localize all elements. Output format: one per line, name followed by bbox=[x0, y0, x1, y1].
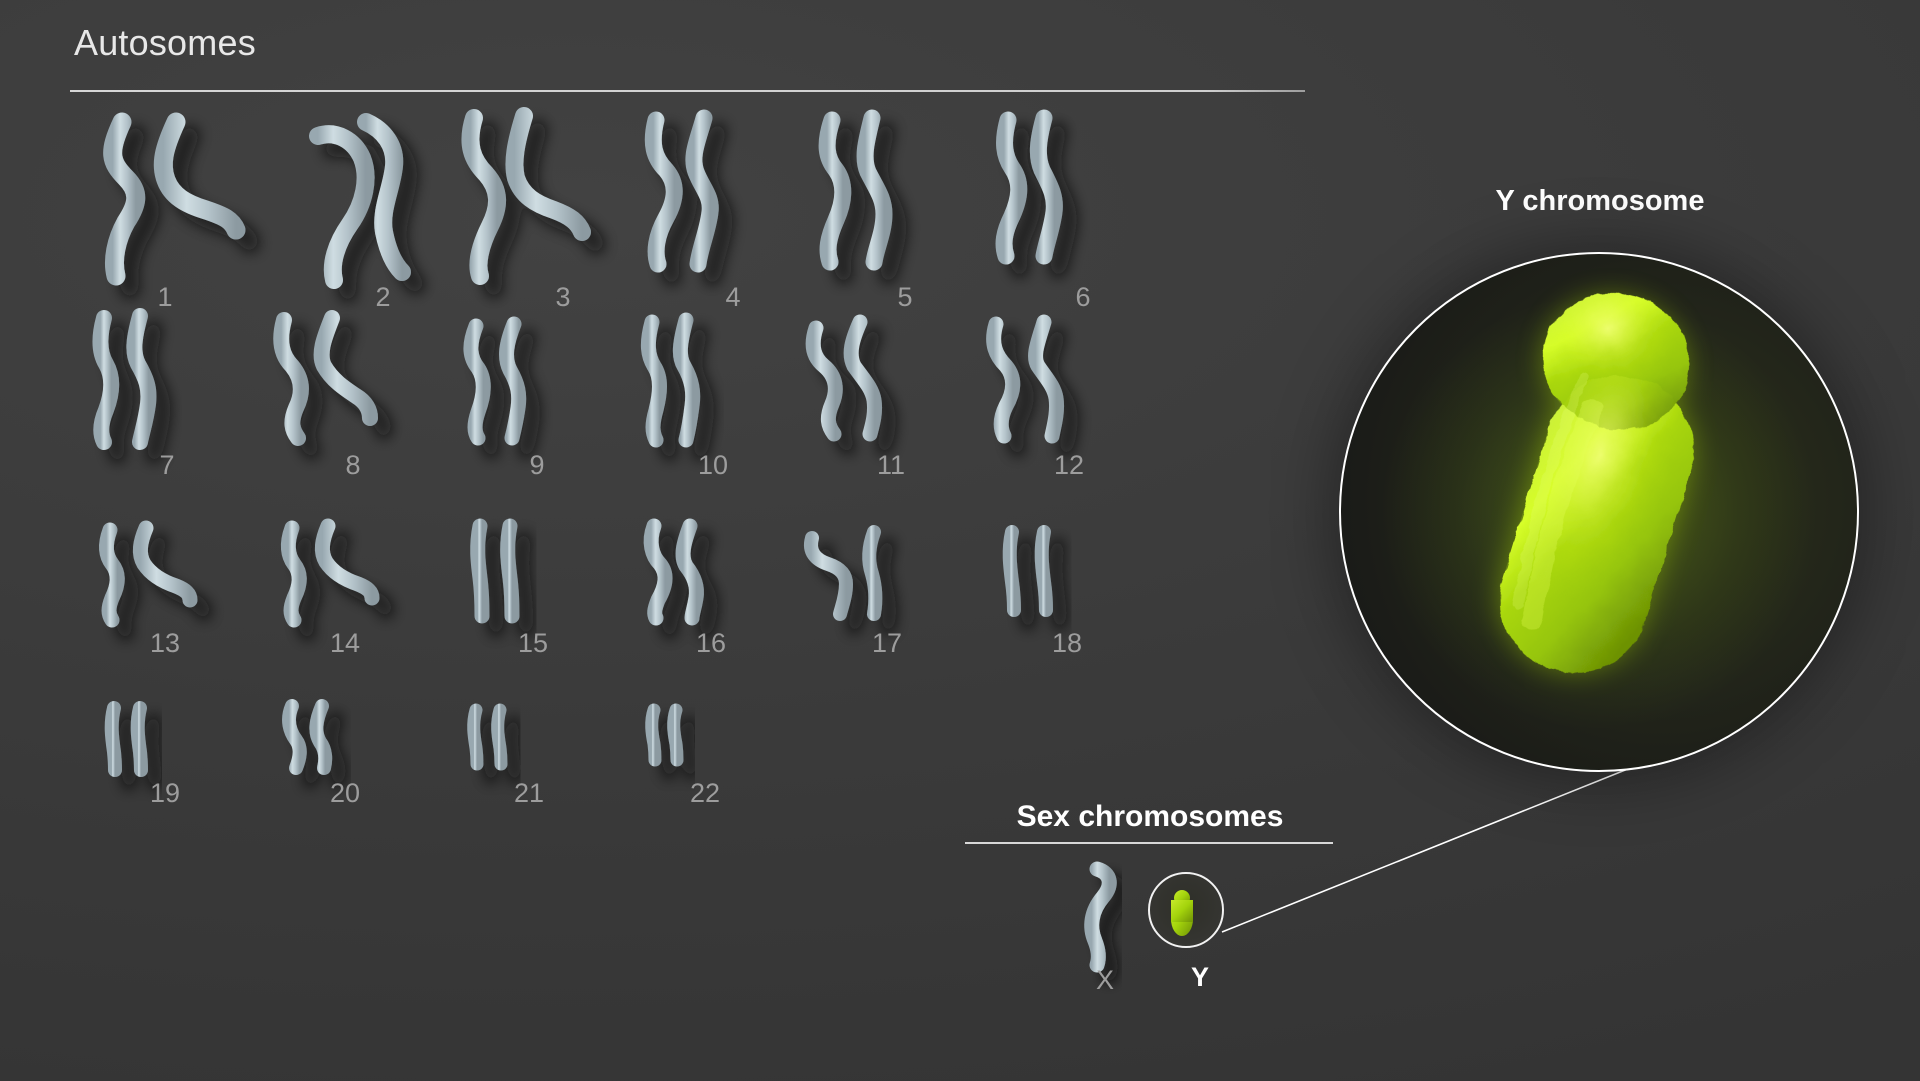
chromosome-cell[interactable]: 11 bbox=[786, 300, 996, 490]
sex-chromosomes-divider bbox=[965, 842, 1333, 844]
y-chromosome-small-glyph bbox=[1171, 890, 1193, 936]
chromosome-cell[interactable]: 21 bbox=[424, 690, 634, 880]
chromosome-cell[interactable]: 6 bbox=[978, 100, 1188, 312]
chromosome-cell[interactable]: 16 bbox=[606, 510, 816, 700]
chromosome-label: 16 bbox=[695, 628, 727, 658]
chromosome-pair-2 bbox=[309, 113, 411, 289]
chromosome-cell[interactable]: 7 bbox=[62, 300, 272, 490]
autosomes-heading: Autosomes bbox=[74, 22, 256, 63]
chromosome-label: 19 bbox=[149, 778, 181, 808]
chromosome-label: 14 bbox=[329, 628, 361, 658]
y-chromosome-magnifier[interactable] bbox=[1339, 252, 1859, 772]
chromosome-label: 12 bbox=[1053, 450, 1085, 480]
chromosome-label: 3 bbox=[555, 282, 571, 312]
y-chromosome-label: Y bbox=[1190, 962, 1209, 992]
chromosome-label: 6 bbox=[1075, 282, 1091, 312]
chromosome-cell[interactable]: 15 bbox=[428, 510, 638, 700]
chromosome-cell[interactable]: 12 bbox=[964, 300, 1174, 490]
chromosome-cell[interactable]: 4 bbox=[628, 100, 838, 312]
chromosome-pair-22 bbox=[645, 703, 684, 767]
chromosome-cell[interactable]: 13 bbox=[60, 510, 270, 700]
chromosome-pair-17 bbox=[804, 525, 883, 621]
chromosome-label: 22 bbox=[689, 778, 721, 808]
chromosome-pair-5 bbox=[818, 109, 893, 271]
y-chromosome-inset-circle[interactable] bbox=[1148, 872, 1224, 948]
chromosome-pair-15 bbox=[470, 518, 520, 624]
chromosome-cell[interactable]: 5 bbox=[800, 100, 1010, 312]
chromosome-pair-21 bbox=[467, 703, 508, 771]
magnifier-heading: Y chromosome bbox=[1495, 185, 1705, 217]
chromosome-label: 7 bbox=[159, 450, 175, 480]
chromosome-pair-19 bbox=[104, 701, 148, 777]
autosome-grid: 1 2 3 bbox=[60, 100, 1188, 880]
chromosome-pair-13 bbox=[98, 520, 198, 628]
x-chromosome-label: X bbox=[1095, 965, 1114, 995]
chromosome-label: 18 bbox=[1051, 628, 1083, 658]
chromosome-pair-4 bbox=[644, 109, 719, 273]
chromosome-cell[interactable]: 22 bbox=[600, 690, 810, 880]
chromosome-cell[interactable]: 3 bbox=[458, 100, 668, 312]
chromosome-pair-1 bbox=[103, 112, 246, 286]
chromosome-pair-16 bbox=[643, 518, 704, 626]
sex-chromosomes-heading: Sex chromosomes bbox=[1016, 800, 1284, 833]
chromosome-cell[interactable]: 14 bbox=[240, 510, 450, 700]
chromosome-label: 21 bbox=[513, 778, 545, 808]
chromosome-cell[interactable]: 17 bbox=[782, 510, 992, 700]
chromosome-cell[interactable]: 10 bbox=[608, 300, 818, 490]
chromosome-cell[interactable]: 19 bbox=[60, 690, 270, 880]
chromosome-label: 8 bbox=[345, 450, 361, 480]
chromosome-cell[interactable]: 8 bbox=[248, 300, 458, 490]
chromosome-cell[interactable]: 2 bbox=[278, 100, 488, 312]
chromosome-label: 10 bbox=[697, 450, 729, 480]
chromosome-label: 13 bbox=[149, 628, 181, 658]
autosomes-divider bbox=[70, 90, 1305, 92]
chromosome-label: 5 bbox=[897, 282, 913, 312]
chromosome-label: 17 bbox=[871, 628, 903, 658]
chromosome-label: 1 bbox=[157, 282, 173, 312]
chromosome-pair-18 bbox=[1002, 525, 1053, 617]
chromosome-cell[interactable]: 20 bbox=[240, 690, 450, 880]
sex-chromosome-row bbox=[965, 855, 1335, 1025]
chromosome-pair-7 bbox=[92, 308, 157, 450]
chromosome-label: 4 bbox=[725, 282, 741, 312]
chromosome-pair-6 bbox=[995, 109, 1063, 265]
chromosome-label: 9 bbox=[529, 450, 545, 480]
chromosome-label: 2 bbox=[375, 282, 391, 312]
chromosome-cell[interactable]: 18 bbox=[962, 510, 1172, 700]
chromosome-pair-10 bbox=[640, 312, 701, 448]
chromosome-pair-11 bbox=[805, 314, 882, 442]
chromosome-pair-12 bbox=[986, 314, 1064, 444]
chromosome-cell[interactable]: 1 bbox=[60, 100, 270, 312]
chromosome-cell[interactable]: 9 bbox=[432, 300, 642, 490]
y-chromosome-large-glyph bbox=[1499, 292, 1694, 674]
chromosome-pair-14 bbox=[280, 518, 380, 628]
chromosome-label: 20 bbox=[329, 778, 361, 808]
chromosome-label: 11 bbox=[876, 450, 906, 480]
chromosome-label: 15 bbox=[517, 628, 549, 658]
x-chromosome-glyph[interactable] bbox=[965, 855, 1335, 995]
chromosome-pair-8 bbox=[273, 310, 378, 446]
chromosome-pair-3 bbox=[461, 107, 591, 285]
chromosome-pair-9 bbox=[463, 316, 527, 446]
chromosome-pair-20 bbox=[282, 699, 333, 775]
